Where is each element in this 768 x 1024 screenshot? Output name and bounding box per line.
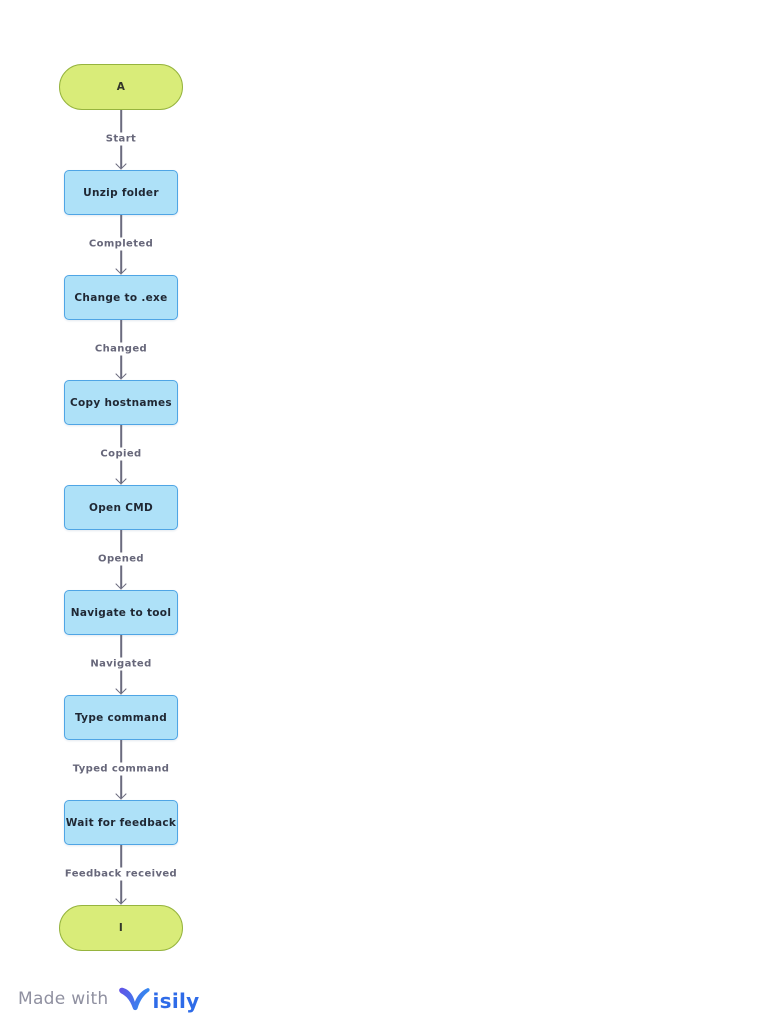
arrowhead-icon <box>115 788 127 800</box>
edge-connector: Navigated <box>59 635 183 695</box>
process-label: Wait for feedback <box>65 816 177 829</box>
visily-logo-icon <box>118 987 150 1011</box>
edge-label: Navigated <box>85 657 157 671</box>
arrowhead-icon <box>115 368 127 380</box>
arrowhead-icon <box>115 263 127 275</box>
process-node[interactable]: Open CMD <box>64 485 178 530</box>
process-label: Change to .exe <box>74 291 168 304</box>
watermark: Made with isily <box>18 983 200 1015</box>
edge-label: Typed command <box>67 762 175 776</box>
edge-connector: Start <box>59 110 183 170</box>
edge-connector: Changed <box>59 320 183 380</box>
terminator-node-start[interactable]: A <box>59 64 183 110</box>
arrowhead-icon <box>115 158 127 170</box>
edge-connector: Copied <box>59 425 183 485</box>
end-node-label: I <box>118 922 124 934</box>
arrowhead-icon <box>115 893 127 905</box>
visily-brand: isily <box>116 985 200 1013</box>
edge-label: Start <box>100 132 142 146</box>
edge-connector: Typed command <box>59 740 183 800</box>
start-node-label: A <box>116 81 126 93</box>
edge-connector: Completed <box>59 215 183 275</box>
process-label: Copy hostnames <box>70 396 172 409</box>
process-node[interactable]: Navigate to tool <box>64 590 178 635</box>
process-label: Type command <box>74 711 168 724</box>
made-with-text: Made with <box>18 989 109 1009</box>
terminator-node-end[interactable]: I <box>59 905 183 951</box>
arrowhead-icon <box>115 683 127 695</box>
process-label: Navigate to tool <box>70 606 172 619</box>
edge-label: Copied <box>95 447 147 461</box>
edge-connector: Feedback received <box>59 845 183 905</box>
edge-connector: Opened <box>59 530 183 590</box>
process-label: Unzip folder <box>83 186 159 199</box>
process-node[interactable]: Type command <box>64 695 178 740</box>
process-node[interactable]: Unzip folder <box>64 170 178 215</box>
flowchart: A Start Unzip folder Completed Change to… <box>59 64 183 951</box>
process-node[interactable]: Change to .exe <box>64 275 178 320</box>
arrowhead-icon <box>115 473 127 485</box>
arrowhead-icon <box>115 578 127 590</box>
edge-label: Opened <box>93 552 149 566</box>
process-node[interactable]: Wait for feedback <box>64 800 178 845</box>
edge-label: Feedback received <box>59 867 183 881</box>
edge-label: Changed <box>89 342 153 356</box>
edge-label: Completed <box>83 237 159 251</box>
visily-brand-text: isily <box>152 989 200 1013</box>
process-node[interactable]: Copy hostnames <box>64 380 178 425</box>
process-label: Open CMD <box>89 501 153 514</box>
